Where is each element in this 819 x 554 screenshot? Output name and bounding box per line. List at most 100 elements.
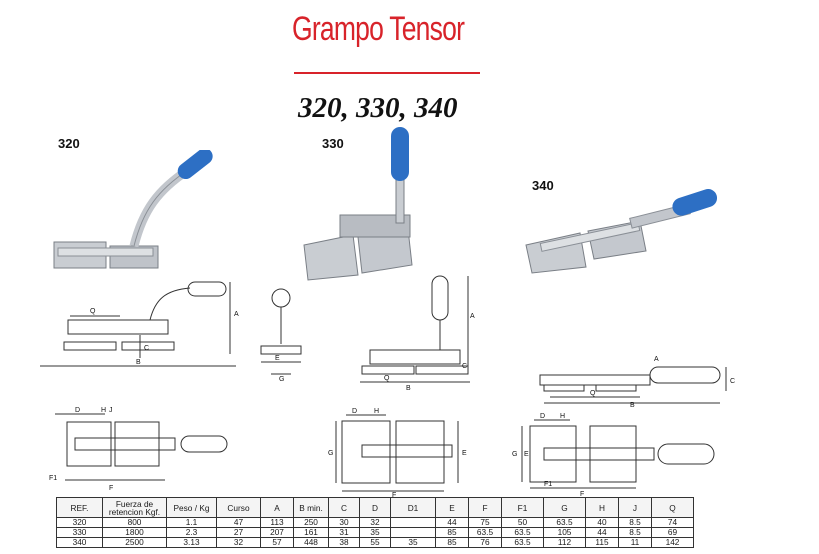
table-cell: 31 [328, 527, 360, 538]
table-cell: 63.5 [468, 527, 502, 538]
column-header: C [328, 497, 360, 518]
table-cell [390, 517, 436, 528]
table-cell: 32 [359, 517, 391, 528]
ref-label-330: 330 [322, 136, 344, 151]
dim-label: G [279, 376, 284, 382]
table-cell: 113 [260, 517, 294, 528]
table-cell: 3.13 [166, 537, 217, 548]
drawing-320-top: D H J F1 F [49, 407, 228, 492]
clamp-340-photo [525, 189, 718, 274]
dim-label: C [144, 345, 149, 352]
table-cell: 30 [328, 517, 360, 528]
table-cell: 85 [435, 537, 469, 548]
dim-label: Q [590, 390, 596, 397]
column-header: Curso [216, 497, 261, 518]
dim-label: B [630, 402, 635, 407]
model-numbers: 320, 330, 340 [298, 92, 458, 124]
dim-label: G [328, 450, 333, 457]
table-cell: 35 [359, 527, 391, 538]
table-row: 330 1800 2.3 27 207 161 31 35 85 63.5 63… [56, 527, 694, 538]
title-divider [294, 72, 480, 74]
dim-label: A [654, 356, 659, 363]
dim-label: G [512, 451, 517, 458]
drawing-330-top: D H G F E [328, 408, 467, 497]
table-cell: 55 [359, 537, 391, 548]
dim-label: E [275, 355, 280, 362]
table-cell: 800 [102, 517, 167, 528]
table-cell: 44 [435, 517, 469, 528]
table-cell: 47 [216, 517, 261, 528]
dim-label: D [75, 407, 80, 414]
spec-table: REF. Fuerza de retencion Kgf. Peso / Kg … [56, 497, 694, 548]
drawing-340-side: A C Q B [539, 356, 735, 407]
table-cell: 320 [56, 517, 103, 528]
table-cell: 2.3 [166, 527, 217, 538]
drawing-320-side: Q A C B [40, 281, 239, 367]
dim-label: D [352, 408, 357, 415]
table-cell: 44 [585, 527, 619, 538]
table-cell: 74 [651, 517, 694, 528]
column-header: J [618, 497, 652, 518]
dim-label: Q [90, 308, 96, 315]
column-header: REF. [56, 497, 103, 518]
table-cell: 63.5 [501, 537, 544, 548]
column-header: D1 [390, 497, 436, 518]
table-header-row: REF. Fuerza de retencion Kgf. Peso / Kg … [56, 497, 694, 518]
column-header: Q [651, 497, 694, 518]
column-header: B min. [293, 497, 329, 518]
dim-label: D [540, 413, 545, 420]
column-header: F [468, 497, 502, 518]
dim-label: B [136, 359, 141, 366]
table-cell: 32 [216, 537, 261, 548]
dim-label: H [374, 408, 379, 415]
column-header: D [359, 497, 391, 518]
dim-label: F1 [49, 475, 57, 482]
table-cell: 112 [543, 537, 586, 548]
table-cell: 142 [651, 537, 694, 548]
clamp-320-photo [53, 150, 213, 269]
table-cell: 35 [390, 537, 436, 548]
table-cell: 105 [543, 527, 586, 538]
table-cell: 63.5 [543, 517, 586, 528]
drawing-340-top: D H G E F1 F [512, 413, 715, 497]
dim-label: J [109, 407, 113, 414]
column-header: F1 [501, 497, 544, 518]
table-cell: 63.5 [501, 527, 544, 538]
table-cell: 1800 [102, 527, 167, 538]
dim-label: F [109, 485, 113, 492]
table-cell [390, 527, 436, 538]
column-header: Fuerza de retencion Kgf. [102, 497, 167, 518]
dim-label: A [234, 311, 239, 318]
table-cell: 115 [585, 537, 619, 548]
table-cell: 8.5 [618, 527, 652, 538]
drawing-330-side: A C Q B [360, 275, 475, 392]
table-cell: 75 [468, 517, 502, 528]
dim-label: H [101, 407, 106, 414]
table-cell: 85 [435, 527, 469, 538]
table-cell: 57 [260, 537, 294, 548]
table-cell: 8.5 [618, 517, 652, 528]
drawing-320-end: E G [260, 288, 302, 382]
column-header: Peso / Kg [166, 497, 217, 518]
column-header: G [543, 497, 586, 518]
table-cell: 161 [293, 527, 329, 538]
table-cell: 27 [216, 527, 261, 538]
dim-label: F [580, 491, 584, 497]
dim-label: F [392, 492, 396, 497]
page-title: Grampo Tensor [292, 10, 465, 48]
column-header: H [585, 497, 619, 518]
dim-label: E [524, 451, 529, 458]
table-cell: 11 [618, 537, 652, 548]
table-cell: 1.1 [166, 517, 217, 528]
dim-label: F1 [544, 481, 552, 488]
table-cell: 340 [56, 537, 103, 548]
dim-label: C [462, 363, 467, 370]
clamp-330-photo [303, 127, 413, 281]
dim-label: C [730, 378, 735, 385]
dim-label: H [560, 413, 565, 420]
table-cell: 50 [501, 517, 544, 528]
table-cell: 38 [328, 537, 360, 548]
ref-label-340: 340 [532, 178, 554, 193]
dim-label: Q [384, 375, 390, 382]
dim-label: A [470, 313, 475, 320]
